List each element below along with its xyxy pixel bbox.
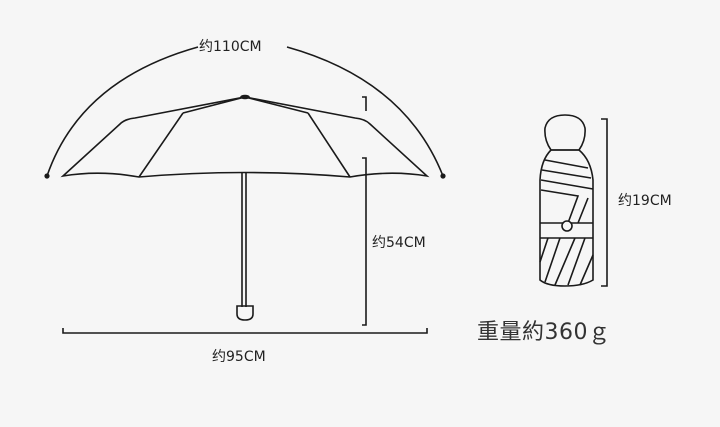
weight-label: 重量約360ｇ (477, 320, 611, 345)
canopy-outline (60, 96, 430, 178)
folded-top-knob (544, 114, 586, 151)
shaft (241, 172, 247, 307)
folded-umbrella (539, 114, 594, 287)
folded-length-bracket (601, 118, 608, 287)
folded-length-label: 约19CM (618, 193, 672, 209)
height-label: 约54CM (372, 235, 426, 251)
height-bracket (362, 157, 367, 326)
diameter-bracket (62, 328, 428, 334)
arc-length-label: 约110CM (199, 39, 262, 55)
canopy-ribs (138, 96, 351, 178)
height-top-marker (362, 96, 367, 111)
folded-strap-button (561, 220, 573, 232)
outer-arc-left (46, 46, 199, 177)
folded-body (539, 149, 594, 287)
diameter-label: 约95CM (212, 349, 266, 365)
open-umbrella (44, 46, 446, 321)
outer-arc-right (286, 46, 444, 177)
handle (236, 305, 254, 321)
